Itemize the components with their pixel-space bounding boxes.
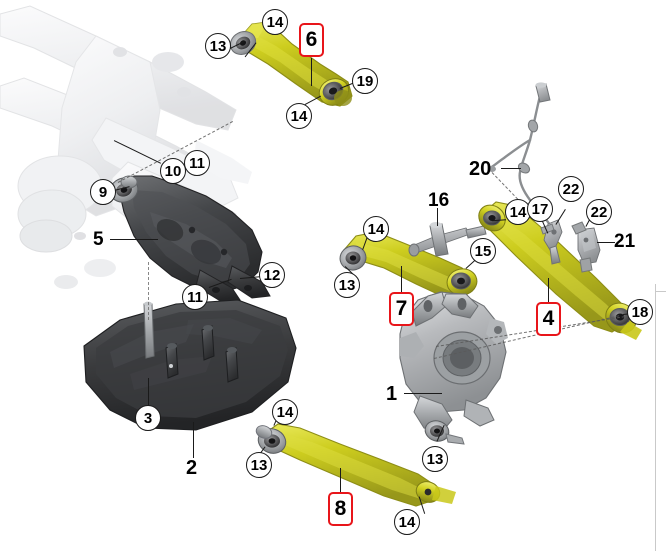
leader-21	[597, 242, 615, 244]
callout-9[interactable]: 9	[90, 179, 116, 205]
leader-1	[404, 393, 442, 395]
callout-14-bot-b[interactable]: 14	[394, 509, 420, 535]
callout-13-bot-a[interactable]: 13	[246, 452, 272, 478]
callout-14-right[interactable]: 14	[505, 199, 531, 225]
callout-15[interactable]: 15	[470, 238, 496, 264]
panel-divider-vertical	[655, 284, 656, 551]
callout-11-b[interactable]: 11	[182, 284, 208, 310]
callout-2[interactable]: 2	[186, 457, 198, 479]
callout-1[interactable]: 1	[386, 383, 398, 405]
leader-4	[548, 278, 550, 302]
callout-13-bot-b[interactable]: 13	[422, 446, 448, 472]
callout-5[interactable]: 5	[93, 229, 104, 250]
callout-10[interactable]: 10	[160, 158, 186, 184]
callout-13-top[interactable]: 13	[205, 33, 231, 59]
callout-17[interactable]: 17	[527, 196, 553, 222]
callout-19[interactable]: 19	[352, 68, 378, 94]
callout-7-highlight[interactable]: 7	[389, 292, 414, 326]
callout-18[interactable]: 18	[627, 299, 653, 325]
callout-22-b[interactable]: 22	[586, 199, 612, 225]
callout-12[interactable]: 12	[259, 262, 285, 288]
leader-5	[110, 239, 158, 241]
callout-21[interactable]: 21	[614, 231, 636, 252]
callout-14-top-a[interactable]: 14	[262, 9, 288, 35]
panel-divider-horizontal	[655, 291, 666, 292]
callout-11-a[interactable]: 11	[184, 150, 210, 176]
callout-22-a[interactable]: 22	[558, 176, 584, 202]
callout-14-top-b[interactable]: 14	[286, 103, 312, 129]
leader-8	[340, 468, 342, 494]
callout-3[interactable]: 3	[135, 405, 161, 431]
callout-16[interactable]: 16	[428, 190, 450, 211]
leader-7	[401, 266, 403, 292]
leader-6	[311, 58, 313, 86]
callout-6-highlight[interactable]: 6	[299, 23, 324, 57]
callout-14-bot-a[interactable]: 14	[272, 399, 298, 425]
callout-20[interactable]: 20	[469, 158, 492, 180]
callout-8-highlight[interactable]: 8	[328, 492, 353, 526]
callout-4-highlight[interactable]: 4	[536, 302, 561, 336]
leader-3	[148, 378, 150, 406]
leader-20	[501, 168, 521, 170]
leader-2	[193, 422, 195, 458]
callout-13-mid[interactable]: 13	[334, 272, 360, 298]
callout-14-mid[interactable]: 14	[363, 216, 389, 242]
axis-line-bumpstop	[148, 262, 149, 320]
leader-16	[437, 208, 439, 226]
